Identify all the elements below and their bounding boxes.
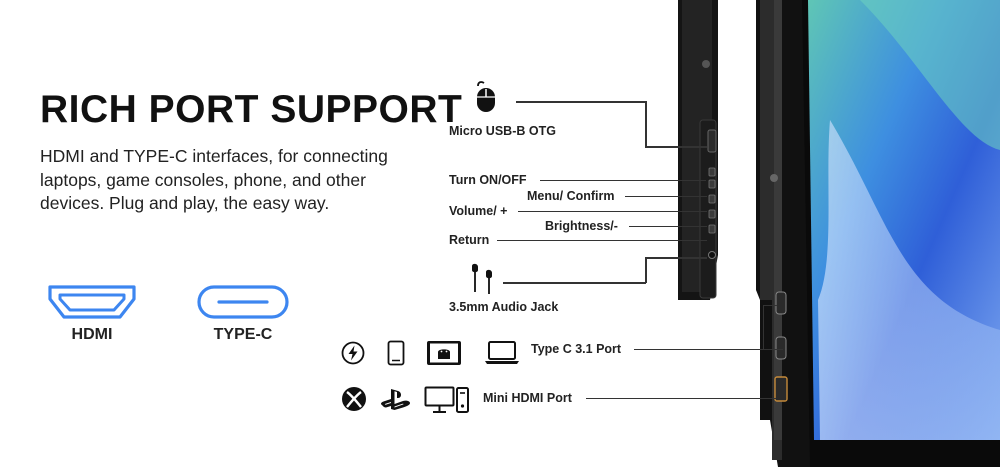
charging-icon — [341, 341, 365, 365]
desktop-pc-icon — [424, 386, 469, 413]
return-label: Return — [449, 233, 490, 247]
mini-hdmi-port-label: Mini HDMI Port — [483, 391, 572, 405]
micro-usb-line-h2 — [645, 146, 707, 148]
volume-label: Volume/ + — [449, 204, 508, 218]
monitor-side-view — [678, 0, 1000, 467]
xbox-icon — [342, 387, 366, 411]
type-c-label: TYPE-C — [213, 326, 273, 343]
menu-line — [625, 196, 707, 198]
type-c-line-h2 — [763, 305, 777, 307]
earphones-icon — [472, 263, 492, 294]
type-c-port-label: Type C 3.1 Port — [531, 342, 622, 356]
type-c-line — [634, 349, 783, 351]
menu-label: Menu/ Confirm — [527, 189, 615, 203]
power-line — [540, 180, 706, 182]
headline: RICH PORT SUPPORT — [40, 88, 463, 131]
hdmi-port-icon — [48, 285, 136, 319]
hdmi-label: HDMI — [71, 326, 113, 343]
volume-line — [518, 211, 707, 213]
type-c-port-icon — [197, 285, 289, 319]
description: HDMI and TYPE-C interfaces, for connecti… — [40, 146, 388, 213]
phone-icon — [387, 340, 405, 366]
audio-line-h2 — [645, 257, 707, 259]
return-line — [497, 240, 707, 242]
playstation-icon — [381, 389, 410, 410]
laptop-icon — [485, 341, 519, 364]
mini-hdmi-line — [586, 398, 776, 400]
micro-usb-line-v — [645, 101, 647, 147]
android-tablet-icon — [427, 341, 461, 365]
micro-usb-line-h1 — [516, 101, 646, 103]
mouse-icon — [477, 81, 495, 112]
brightness-line — [629, 226, 707, 228]
type-c-line-v — [763, 305, 765, 350]
audio-line-v — [645, 257, 647, 283]
audio-line-h1 — [503, 282, 646, 284]
audio-jack-label: 3.5mm Audio Jack — [449, 300, 559, 314]
power-label: Turn ON/OFF — [449, 173, 527, 187]
brightness-label: Brightness/- — [545, 219, 618, 233]
micro-usb-label: Micro USB-B OTG — [449, 124, 556, 138]
